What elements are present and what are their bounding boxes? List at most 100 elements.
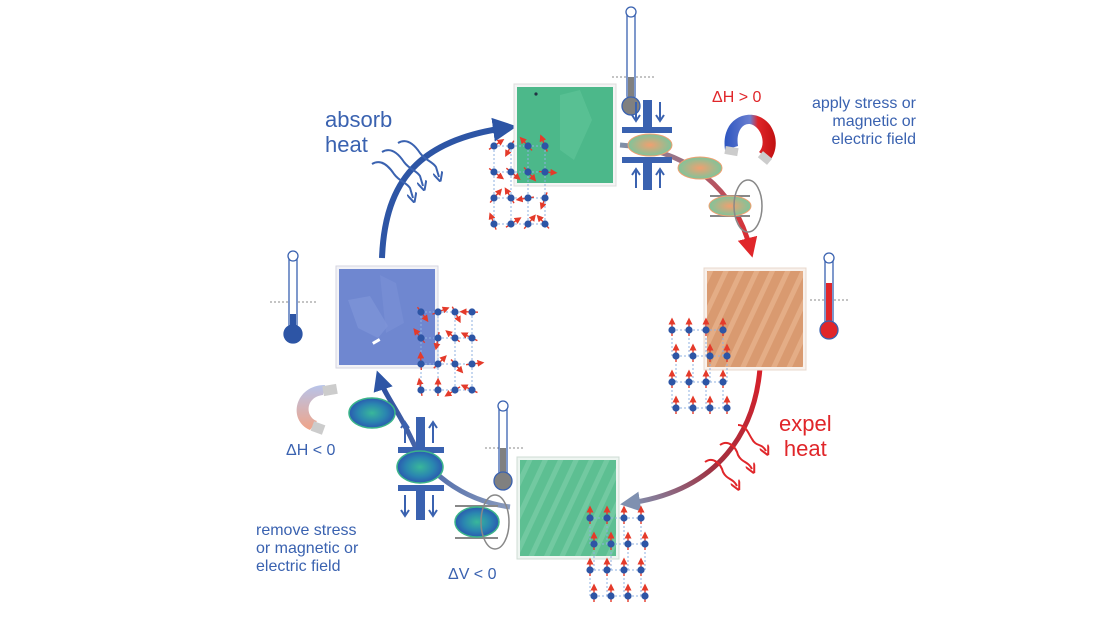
material-ellipse <box>348 397 396 429</box>
atom <box>702 326 710 334</box>
atom <box>434 308 442 316</box>
atom <box>434 360 442 368</box>
expel-heat-label: expel heat <box>779 411 832 461</box>
sample-top <box>513 83 617 187</box>
atom <box>620 566 628 574</box>
atom <box>417 334 425 342</box>
remove-field-label: remove stress or magnetic or electric fi… <box>256 522 358 576</box>
atom <box>586 514 594 522</box>
lattice-bottom-ordered <box>586 505 649 602</box>
apply-line2: magnetic or <box>832 112 916 130</box>
atom <box>507 168 515 176</box>
sample-left <box>335 265 439 369</box>
expel-heat-waves <box>704 424 766 486</box>
arc-right-to-bottom <box>620 367 763 512</box>
delta-v-negative-label: ΔV < 0 <box>448 566 497 583</box>
atom <box>417 360 425 368</box>
compress-clamp-top-icon <box>622 100 672 190</box>
material-ellipse <box>627 133 673 157</box>
atom <box>468 308 476 316</box>
atom <box>668 326 676 334</box>
atom <box>490 194 498 202</box>
atom <box>641 540 649 548</box>
atom <box>507 220 515 228</box>
atom <box>603 566 611 574</box>
atom <box>672 404 680 412</box>
lattice-left-disordered <box>413 306 485 397</box>
atom <box>507 142 515 150</box>
material-ellipse <box>677 156 723 180</box>
atom <box>417 386 425 394</box>
atom <box>637 566 645 574</box>
lattice-top-disordered <box>488 134 558 230</box>
delta-h-negative-label: ΔH < 0 <box>286 442 336 459</box>
atom <box>672 352 680 360</box>
atom <box>624 592 632 600</box>
material-ellipse <box>708 195 752 217</box>
atom <box>434 386 442 394</box>
atom <box>451 386 459 394</box>
atom <box>417 308 425 316</box>
atom <box>468 360 476 368</box>
sample-bottom <box>516 456 620 560</box>
atom <box>524 220 532 228</box>
absorb-heat-label: absorb heat <box>325 107 393 157</box>
atom <box>723 404 731 412</box>
remove-line1: remove stress <box>256 522 357 539</box>
expand-clamp-bottom-icon <box>398 417 444 520</box>
volume-loop <box>733 179 763 233</box>
apply-line3: electric field <box>831 130 916 148</box>
atom <box>434 334 442 342</box>
thermometer-top-neutral-icon <box>612 6 655 116</box>
atom <box>524 194 532 202</box>
atom <box>689 352 697 360</box>
atom <box>507 194 515 202</box>
atom <box>706 352 714 360</box>
magnet-hot-icon <box>724 114 776 165</box>
thermometer-right-hot-icon <box>810 252 850 340</box>
atom <box>702 378 710 386</box>
atom <box>541 168 549 176</box>
atom <box>541 194 549 202</box>
atom <box>590 540 598 548</box>
apply-field-label: apply stress or magnetic or electric fie… <box>786 95 916 149</box>
atom <box>524 142 532 150</box>
atom <box>451 334 459 342</box>
lattice-right-ordered <box>668 317 731 414</box>
remove-line2: or magnetic or <box>256 539 359 557</box>
absorb-label-line1: absorb <box>325 107 393 132</box>
atom <box>607 540 615 548</box>
atom <box>706 404 714 412</box>
atom <box>668 378 676 386</box>
absorb-heat-waves <box>371 140 439 198</box>
delta-h-positive-label: ΔH > 0 <box>712 89 762 106</box>
material-ellipse <box>454 506 500 538</box>
absorb-label-line2: heat <box>325 131 368 157</box>
arc-bottom-to-left <box>373 370 511 510</box>
material-ellipse <box>396 450 444 484</box>
atom <box>607 592 615 600</box>
atom <box>541 142 549 150</box>
volume-loop <box>480 494 510 550</box>
thermometer-bottom-neutral-icon <box>485 400 525 491</box>
atom <box>723 352 731 360</box>
arc-left-to-top <box>379 117 517 259</box>
atom <box>590 592 598 600</box>
atom <box>451 360 459 368</box>
atom <box>719 378 727 386</box>
atom <box>524 168 532 176</box>
remove-line3: electric field <box>256 557 341 575</box>
apply-line1: apply stress or <box>811 95 916 112</box>
expel-label-line1: expel <box>779 411 832 436</box>
expel-label-line2: heat <box>783 435 827 461</box>
atom <box>451 308 459 316</box>
atom <box>685 326 693 334</box>
atom <box>490 220 498 228</box>
atom <box>490 142 498 150</box>
atom <box>624 540 632 548</box>
atom <box>468 334 476 342</box>
atom <box>586 566 594 574</box>
atom <box>719 326 727 334</box>
atom <box>603 514 611 522</box>
atom <box>637 514 645 522</box>
